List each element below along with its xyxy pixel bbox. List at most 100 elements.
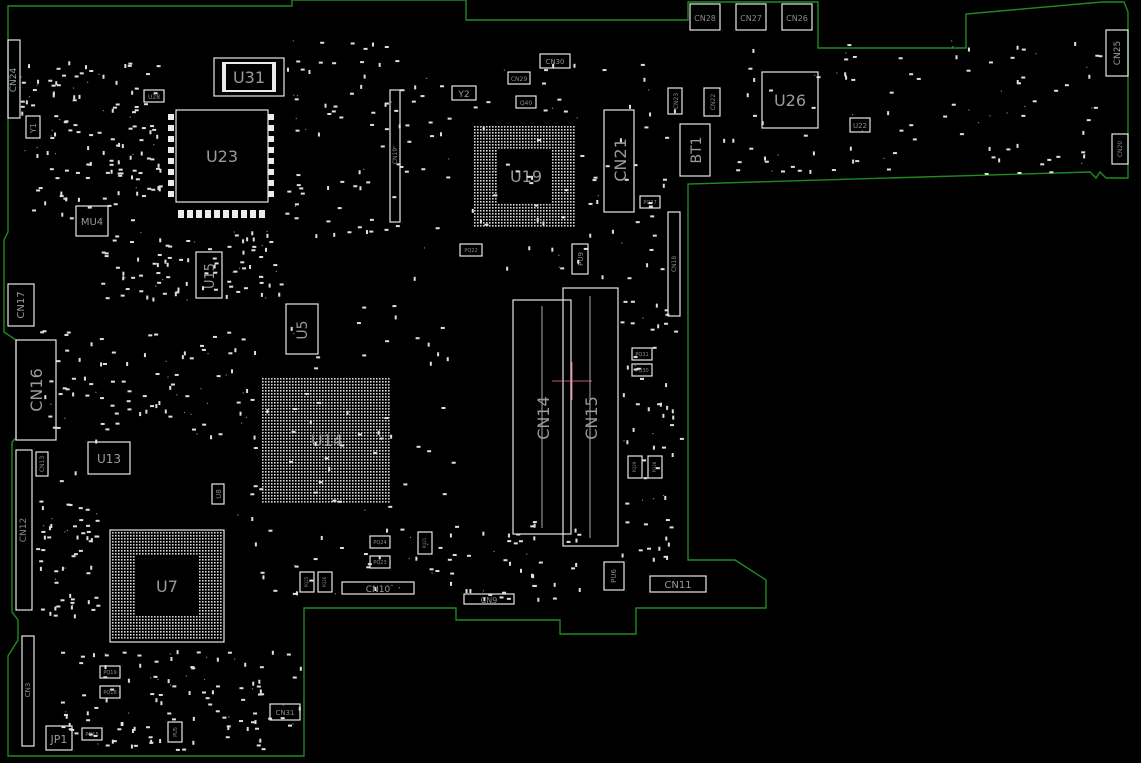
- cn21-label: CN21: [611, 138, 630, 182]
- cn29-label: CN29: [511, 76, 527, 83]
- pq22-outline: [459, 243, 483, 257]
- cn14-outline: [512, 299, 572, 535]
- cn23-outline: [667, 87, 683, 115]
- cn25-label: CN25: [1113, 41, 1123, 65]
- u28-outline: [143, 89, 165, 103]
- u14-bga-grid: [262, 378, 390, 503]
- cn16-outline: [15, 339, 57, 441]
- pu9-outline: [571, 243, 589, 275]
- cn15-label: CN15: [582, 396, 601, 440]
- q40-outline: [515, 95, 537, 109]
- pq21-outline: [417, 531, 433, 555]
- cn3-outline: [21, 635, 35, 747]
- pu9-label: PU9: [577, 252, 585, 266]
- pq28-label: PQ28: [652, 461, 657, 472]
- pq26-label: PQ26: [322, 576, 327, 587]
- cn13-label: CN13: [39, 456, 46, 472]
- cn20-outline: [1111, 133, 1129, 165]
- cn3-label: CN3: [24, 683, 32, 698]
- pq15-outline: [81, 727, 103, 741]
- y1-outline: [25, 115, 41, 139]
- u7-outline: [109, 529, 225, 643]
- cn18-outline: [667, 211, 681, 317]
- cn28-label: CN28: [694, 14, 716, 23]
- u26-label: U26: [774, 91, 806, 110]
- y2-outline: [451, 85, 477, 101]
- cn19-label: CN19: [392, 148, 399, 164]
- board-outline: [3, 0, 1129, 757]
- cn10-outline: [341, 581, 415, 595]
- pq25-label: PQ25: [304, 576, 309, 587]
- u14-label: U14: [311, 431, 343, 450]
- u26-outline: [761, 71, 819, 129]
- u7-label: U7: [156, 577, 178, 596]
- pq31-label: PQ31: [635, 352, 648, 358]
- pq19-outline: [99, 665, 121, 679]
- cn19-outline: [389, 89, 401, 223]
- pq29-outline: [627, 455, 643, 479]
- u31-label: U31: [233, 68, 265, 87]
- cn17-outline: [7, 283, 35, 327]
- pq37-outline: [639, 195, 661, 209]
- pq30-label: PQ30: [635, 368, 648, 374]
- pq28-outline: [647, 455, 663, 479]
- u15-outline: [195, 251, 223, 299]
- cn27-outline: [735, 3, 767, 31]
- pq30-outline: [631, 363, 653, 377]
- cn11-outline: [649, 575, 707, 593]
- cn28-outline: [689, 3, 721, 31]
- mu4-outline: [75, 205, 109, 237]
- cn13-outline: [35, 451, 49, 477]
- u13-label: U13: [97, 452, 121, 466]
- u19-bga-grid: [474, 126, 575, 227]
- pq29-label: PQ29: [632, 461, 637, 472]
- y1-label: Y1: [29, 123, 38, 134]
- pu5-label: PU5: [173, 727, 179, 737]
- cn15-outline: [562, 287, 619, 547]
- u19-label: U19: [510, 167, 542, 186]
- cn24-label: CN24: [9, 67, 19, 92]
- u31-inner: [226, 64, 272, 90]
- u7-bga-grid: [112, 532, 222, 639]
- cn9-label: CN9: [481, 596, 498, 605]
- cn21-outline: [603, 109, 635, 213]
- cn31-outline: [269, 703, 301, 721]
- u23-label: U23: [206, 147, 238, 166]
- pq24-outline: [369, 535, 391, 549]
- cn16-label: CN16: [27, 368, 46, 412]
- u5-label: U5: [295, 320, 311, 339]
- y2-label: Y2: [457, 90, 469, 100]
- u15-label: U15: [203, 263, 218, 289]
- q40-label: Q40: [520, 100, 533, 107]
- pq26-outline: [317, 571, 333, 593]
- u23-outline: [175, 109, 269, 203]
- cn27-label: CN27: [740, 14, 762, 23]
- u31-outline: [213, 57, 285, 97]
- u8-outline: [211, 483, 225, 505]
- pq31-outline: [631, 347, 653, 361]
- cn29-outline: [507, 71, 531, 85]
- passive-components: [20, 40, 1103, 751]
- cn30-outline: [539, 53, 571, 69]
- bt1-outline: [679, 123, 711, 177]
- pq19-label: PQ19: [103, 670, 116, 676]
- u23-side-pads: [168, 114, 274, 218]
- cn10-label: CN10: [366, 585, 391, 595]
- pq21-label: PQ21: [422, 537, 427, 548]
- u13-outline: [87, 441, 131, 475]
- u22-label: U22: [853, 122, 867, 130]
- cn26-label: CN26: [786, 14, 808, 23]
- cn12-outline: [15, 449, 33, 611]
- jp1-label: JP1: [50, 733, 68, 746]
- pq18-outline: [99, 685, 121, 699]
- u8-label: U8: [215, 489, 223, 499]
- pq24-label: PQ24: [373, 540, 386, 546]
- mu4-label: MU4: [81, 217, 103, 228]
- cn22-outline: [703, 87, 721, 117]
- u28-label: U28: [148, 94, 160, 101]
- cn17-label: CN17: [16, 291, 27, 318]
- cn14-label: CN14: [534, 396, 553, 440]
- pq23-label: PQ23: [373, 560, 386, 566]
- cn30-label: CN30: [545, 58, 564, 66]
